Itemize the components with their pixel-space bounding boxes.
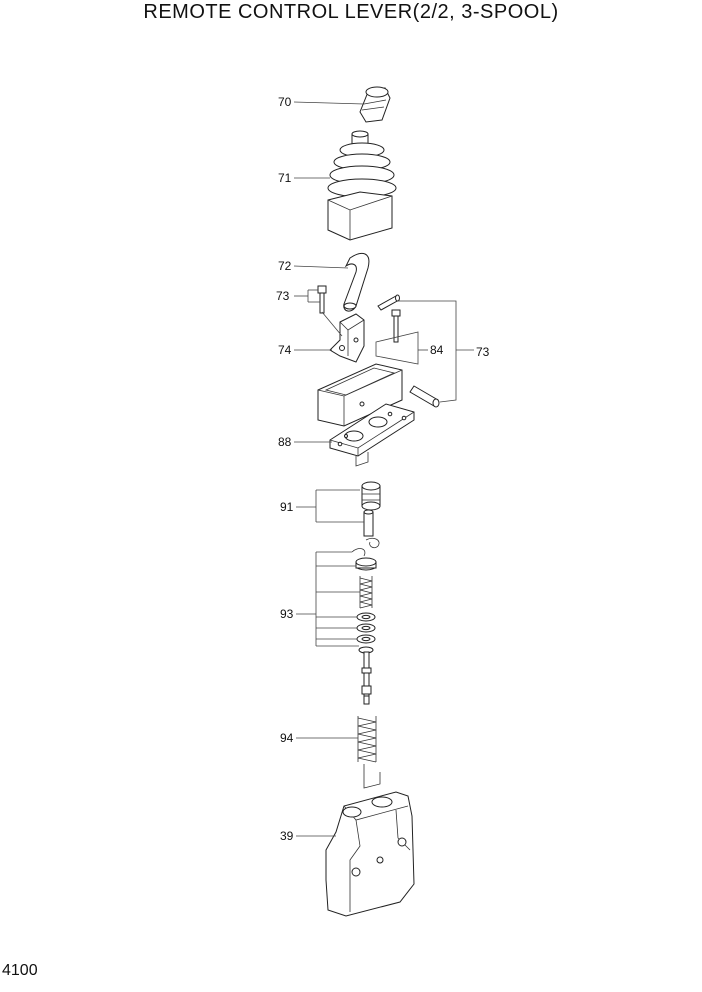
- part-91-plug[interactable]: [361, 481, 381, 511]
- part-84-housing[interactable]: [317, 363, 403, 427]
- part-93-washers[interactable]: [356, 612, 376, 654]
- callout-39: 39: [280, 829, 294, 843]
- callout-70: 70: [278, 95, 292, 109]
- part-93-clip[interactable]: [351, 538, 380, 557]
- part-73-bolt-left[interactable]: [317, 285, 327, 314]
- part-93-spring-upper[interactable]: [359, 576, 373, 609]
- part-93-spool[interactable]: [361, 651, 372, 705]
- part-72-lever-rod[interactable]: [343, 252, 370, 312]
- callout-72: 72: [278, 259, 292, 273]
- diagram-title: REMOTE CONTROL LEVER(2/2, 3-SPOOL): [143, 1, 559, 23]
- callout-84: 84: [430, 343, 444, 357]
- leader-lines: [293, 101, 474, 837]
- part-73-pin-lower[interactable]: [409, 385, 440, 408]
- part-91-pusher[interactable]: [363, 509, 374, 537]
- callout-74: 74: [278, 343, 292, 357]
- part-73-bolt-right[interactable]: [391, 309, 401, 343]
- part-94-return-spring[interactable]: [357, 716, 381, 789]
- callout-71: 71: [278, 171, 292, 185]
- callout-73-right: 73: [476, 345, 490, 359]
- page-number: 4100: [2, 962, 38, 979]
- callout-labels: 70 71 72 73 74 84 73 88 91 93 94 39: [276, 95, 490, 843]
- part-74-bracket[interactable]: [329, 313, 365, 363]
- callout-93: 93: [280, 607, 294, 621]
- callout-94: 94: [280, 731, 294, 745]
- part-39-casing[interactable]: [325, 791, 415, 917]
- part-71-boot[interactable]: [327, 130, 397, 241]
- part-70-knob-cap[interactable]: [359, 86, 391, 123]
- part-73-pin-upper[interactable]: [377, 294, 400, 311]
- part-88-plate[interactable]: [329, 403, 415, 467]
- part-93-spring-seat[interactable]: [355, 557, 377, 571]
- callout-88: 88: [278, 435, 292, 449]
- callout-73-left: 73: [276, 289, 290, 303]
- callout-91: 91: [280, 500, 294, 514]
